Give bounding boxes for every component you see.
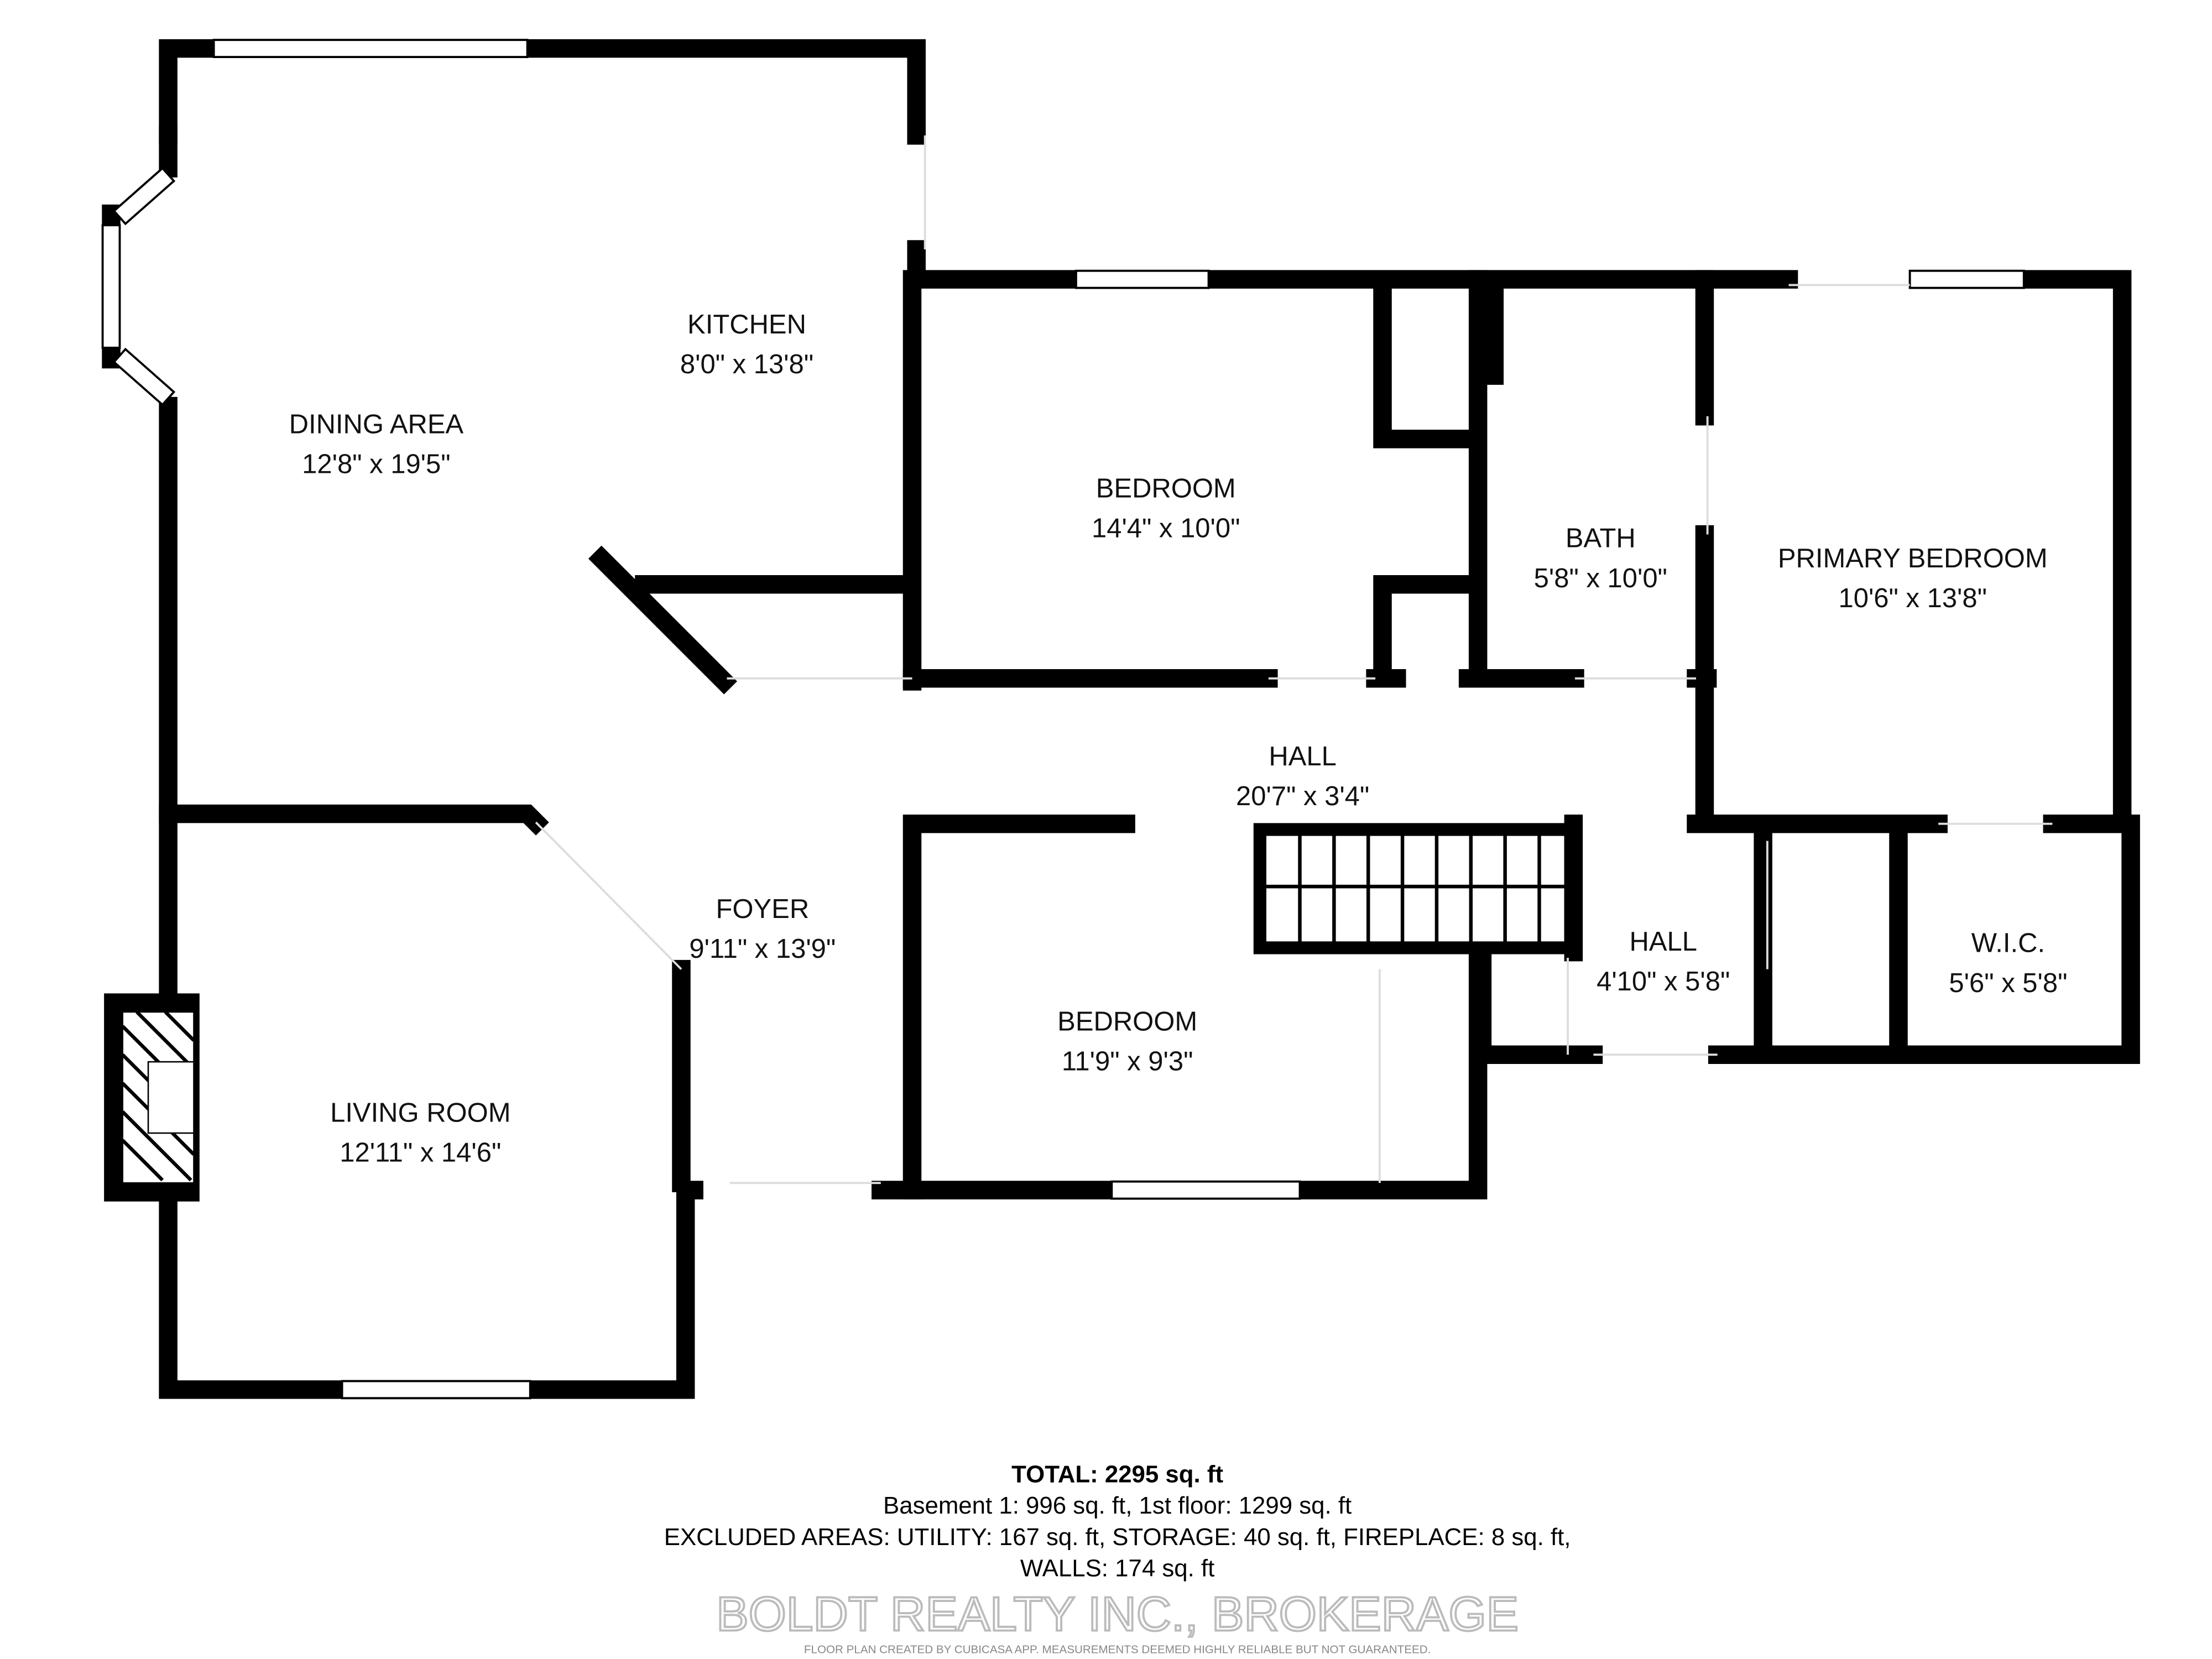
room-name: PRIMARY BEDROOM [1778,544,2048,573]
stairs [1253,823,1577,954]
room-labels: KITCHEN 8'0" x 13'8" DINING AREA 12'8" x 1… [289,310,2068,1167]
total-area: TOTAL: 2295 sq. ft [1011,1460,1223,1488]
room-size: 4'10" x 5'8" [1597,967,1730,997]
room-size: 10'6" x 13'8" [1839,583,1987,613]
openings [535,135,2053,1185]
room-name: BEDROOM [1096,473,1236,503]
room-size: 14'4" x 10'0" [1092,514,1240,544]
area-summary: TOTAL: 2295 sq. ft Basement 1: 996 sq. f… [664,1460,1571,1582]
room-size: 11'9" x 9'3" [1062,1047,1193,1077]
room-size: 8'0" x 13'8" [680,349,813,379]
excluded-areas: EXCLUDED AREAS: UTILITY: 167 sq. ft, STO… [664,1524,1571,1551]
room-name: KITCHEN [687,310,806,340]
room-size: 5'6" x 5'8" [1949,968,2067,998]
walls-area: WALLS: 174 sq. ft [1020,1555,1214,1582]
floor-areas: Basement 1: 996 sq. ft, 1st floor: 1299 … [883,1492,1352,1519]
room-name: HALL [1269,742,1336,771]
room-name: FOYER [716,894,810,924]
room-size: 5'8" x 10'0" [1534,564,1667,593]
room-name: DINING AREA [289,410,464,440]
svg-text:W.I.C.5'6" x 5'8": W.I.C. 5'6" x 5'8" [1949,928,2067,998]
room-size: 12'8" x 19'5" [302,450,450,479]
room-name: BEDROOM [1057,1006,1197,1036]
room-name: BATH [1566,524,1636,554]
watermark: BOLDT REALTY INC., BROKERAGE FLOOR PLAN … [715,1586,1520,1656]
walls [102,39,2140,1399]
room-name: W.I.C. [1971,928,2045,958]
brokerage-watermark: BOLDT REALTY INC., BROKERAGE [716,1587,1519,1641]
room-size: 20'7" x 3'4" [1236,781,1369,811]
disclaimer: FLOOR PLAN CREATED BY CUBICASA APP. MEAS… [804,1644,1431,1656]
room-size: 9'11" x 13'9" [689,934,836,964]
windows [101,39,2025,1400]
room-size: 12'11" x 14'6" [340,1138,501,1168]
room-name: HALL [1629,927,1697,957]
room-name: LIVING ROOM [330,1098,510,1128]
